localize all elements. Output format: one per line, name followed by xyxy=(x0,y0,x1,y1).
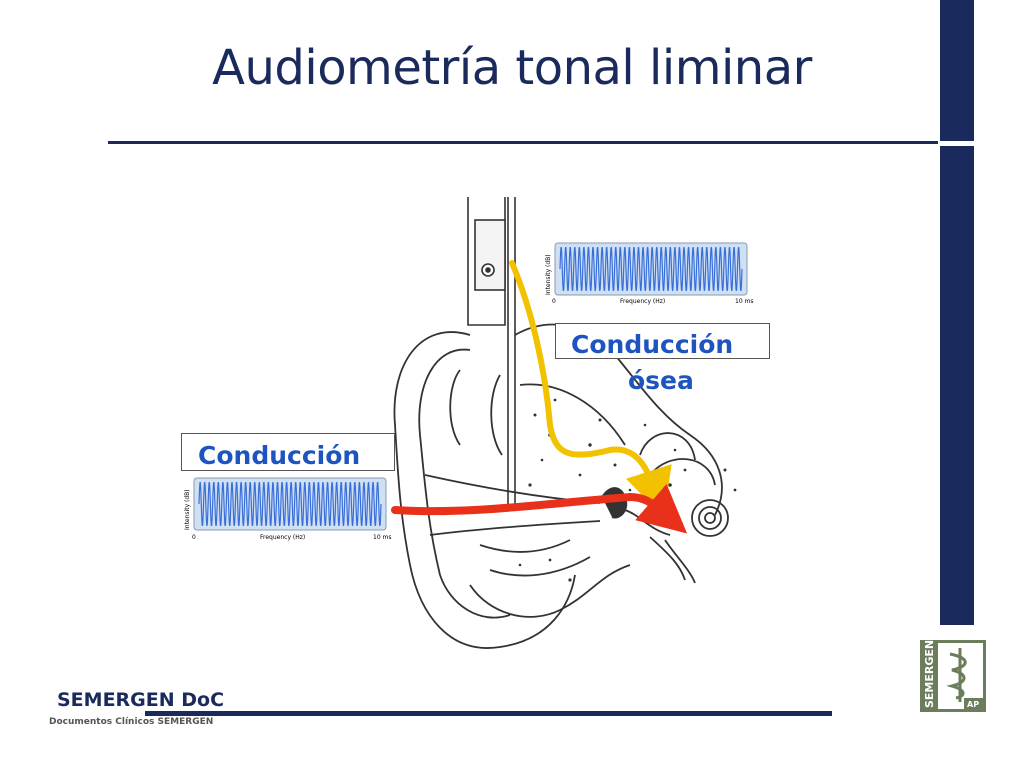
bone-conduction-label-line1: Conducción xyxy=(571,330,734,359)
right-accent-bar xyxy=(940,0,974,625)
footer-divider xyxy=(145,711,832,716)
air-conduction-arrow xyxy=(391,483,688,534)
air-axis-x-end: 10 ms xyxy=(373,534,392,541)
bone-axis-x-start: 0 xyxy=(552,298,556,305)
bone-conduction-arrow xyxy=(509,260,672,518)
air-axis-y-label: Intensity (dB) xyxy=(184,489,191,530)
bone-axis-x-end: 10 ms xyxy=(735,298,754,305)
air-conduction-label-box xyxy=(181,433,395,471)
air-axis-x-start: 0 xyxy=(192,534,196,541)
footer-subtitle: Documentos Clínicos SEMERGEN xyxy=(49,717,214,727)
right-bar-notch xyxy=(940,141,974,146)
bone-conduction-label-line2: ósea xyxy=(628,366,694,395)
bone-vibrator xyxy=(467,197,516,505)
bone-waveform-panel: 0 Frequency (Hz) 10 ms Intensity (dB) xyxy=(545,242,754,305)
ear-conduction-diagram: 0 Frequency (Hz) 10 ms Intensity (dB) 0 … xyxy=(184,197,754,649)
sine-wave-icon xyxy=(559,246,743,292)
footer-brand: SEMERGEN DoC xyxy=(57,689,225,711)
bone-axis-y-label: Intensity (dB) xyxy=(545,254,552,295)
slide-title: Audiometría tonal liminar xyxy=(212,40,812,96)
title-divider xyxy=(108,141,938,144)
air-axis-x-label: Frequency (Hz) xyxy=(260,534,305,541)
bone-axis-x-label: Frequency (Hz) xyxy=(620,298,665,305)
logo-text: SEMERGEN xyxy=(923,640,936,708)
logo-badge: AP xyxy=(967,700,979,709)
bone-conduction-label-box xyxy=(555,323,770,359)
air-waveform-panel: 0 Frequency (Hz) 10 ms Intensity (dB) xyxy=(184,477,392,541)
semergen-caduceus-logo: SEMERGEN AP xyxy=(920,640,986,712)
air-conduction-label: Conducción xyxy=(198,441,361,470)
sine-wave-icon xyxy=(198,481,382,527)
